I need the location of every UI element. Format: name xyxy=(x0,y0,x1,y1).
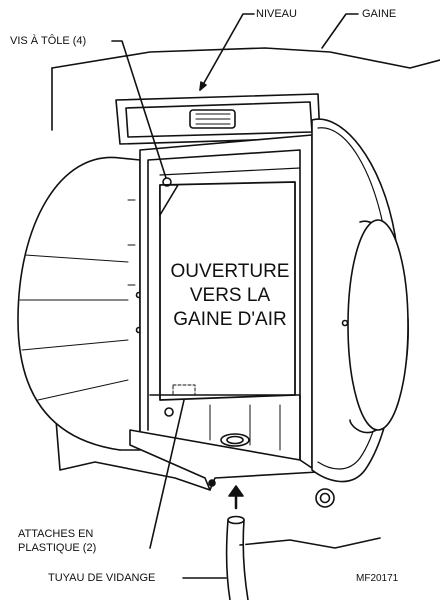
leader-niveau-arrow xyxy=(199,81,207,91)
opening-line1: OUVERTURE xyxy=(170,261,290,282)
label-attaches-line1: ATTACHES EN xyxy=(18,528,94,540)
label-tuyau: TUYAU DE VIDANGE xyxy=(48,572,156,584)
humidifier-left-drum xyxy=(17,156,143,451)
humidifier-door xyxy=(311,118,409,508)
duct-left-edge xyxy=(51,67,211,491)
duct-bottom-edge xyxy=(239,537,381,549)
leader-vis xyxy=(111,40,167,179)
opening-line2: VERS LA xyxy=(189,285,271,306)
label-gaine: GAINE xyxy=(362,8,397,20)
label-niveau: NIVEAU xyxy=(256,8,297,20)
opening-line3: GAINE D'AIR xyxy=(173,309,287,330)
label-vis-a-tole: VIS À TÔLE (4) xyxy=(10,35,87,47)
figure-code: MF20171 xyxy=(356,573,399,584)
drain-hose xyxy=(225,485,249,600)
plastic-clip-marker xyxy=(172,384,196,396)
leader-attaches xyxy=(149,399,185,549)
duct-outline xyxy=(51,47,440,69)
leader-niveau xyxy=(199,13,255,91)
opening-label: OUVERTURE VERS LA GAINE D'AIR xyxy=(165,260,295,332)
leader-gaine xyxy=(321,13,359,49)
label-attaches-line2: PLASTIQUE (2) xyxy=(18,542,97,554)
humidifier-frame xyxy=(129,134,319,491)
